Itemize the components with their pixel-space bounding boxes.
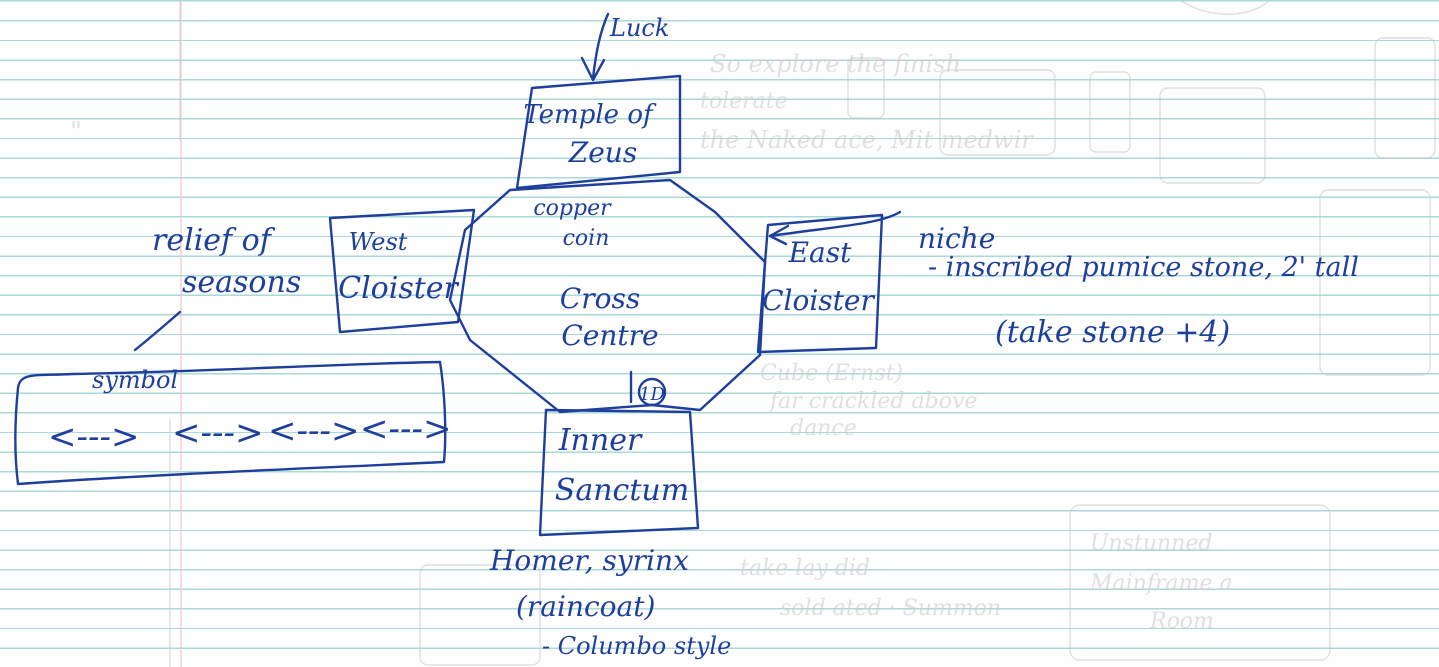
symbol-arrow-4: <--->: [360, 409, 451, 449]
svg-text:": ": [70, 117, 82, 147]
niche-label: niche: [918, 222, 995, 255]
symbol-label: symbol: [92, 366, 178, 394]
cross-centre-octagon: [448, 178, 767, 414]
west-cloister-room: West Cloister: [328, 208, 476, 334]
svg-text:take lay did: take lay did: [740, 556, 870, 581]
centre-label-line1: Cross: [560, 282, 640, 315]
copper-coin-line2: coin: [563, 226, 610, 251]
show-through-marks: So explore the finish tolerate the Naked…: [70, 0, 1436, 667]
sanctum-label-line2: Sanctum: [555, 473, 689, 508]
top-note-text: Luck: [609, 14, 669, 42]
left-note: relief of seasons symbol <---> <---> <--…: [14, 223, 451, 486]
homer-label-line3: - Columbo style: [542, 632, 731, 660]
symbol-arrow-2: <--->: [172, 413, 263, 453]
niche-bonus: (take stone +4): [995, 315, 1230, 350]
temple-of-zeus-room: Temple of Zeus: [515, 74, 682, 190]
centre-label-line2: Centre: [561, 319, 658, 352]
svg-text:Unstunned: Unstunned: [1090, 531, 1212, 556]
svg-text:dance: dance: [790, 416, 857, 441]
copper-coin-line1: copper: [533, 196, 612, 221]
marker-circle-icon: [637, 377, 667, 407]
temple-label-line1: Temple of: [523, 100, 657, 130]
inner-sanctum-room: Inner Sanctum: [538, 408, 700, 537]
east-label-line1: East: [788, 236, 853, 269]
svg-text:sold ated · Summon: sold ated · Summon: [780, 596, 1001, 621]
cross-centre-labels: copper coin Cross Centre 1D: [533, 196, 667, 407]
temple-label-line2: Zeus: [568, 136, 637, 169]
symbol-box: [14, 360, 447, 486]
margin-line: [180, 0, 182, 667]
west-label-line1: West: [349, 228, 408, 256]
symbol-arrow-1: <--->: [48, 417, 139, 457]
homer-label-line1: Homer, syrinx: [489, 544, 689, 577]
svg-text:far crackled above: far crackled above: [768, 389, 977, 414]
niche-detail: - inscribed pumice stone, 2' tall: [928, 252, 1359, 283]
relief-label-line1: relief of: [152, 223, 276, 258]
symbol-arrow-3: <--->: [268, 411, 359, 451]
sanctum-label-line1: Inner: [558, 423, 643, 458]
marker-label: 1D: [639, 384, 665, 405]
svg-text:the Naked ace, Mit medwir: the Naked ace, Mit medwir: [700, 126, 1034, 154]
east-cloister-room: East Cloister: [756, 213, 884, 354]
homer-label-line2: (raincoat): [516, 590, 655, 623]
svg-text:Cube (Ernst): Cube (Ernst): [760, 361, 903, 386]
east-label-line2: Cloister: [762, 284, 875, 317]
svg-text:Room: Room: [1149, 609, 1214, 634]
svg-text:Mainframe a: Mainframe a: [1089, 571, 1233, 596]
right-note: niche - inscribed pumice stone, 2' tall …: [768, 210, 1359, 350]
top-note: Luck: [580, 12, 669, 82]
west-label-line2: Cloister: [338, 271, 459, 306]
svg-text:So explore the finish: So explore the finish: [710, 50, 961, 78]
relief-label-line2: seasons: [182, 265, 301, 300]
bottom-note: Homer, syrinx (raincoat) - Columbo style: [489, 544, 731, 660]
svg-text:tolerate: tolerate: [700, 89, 788, 114]
